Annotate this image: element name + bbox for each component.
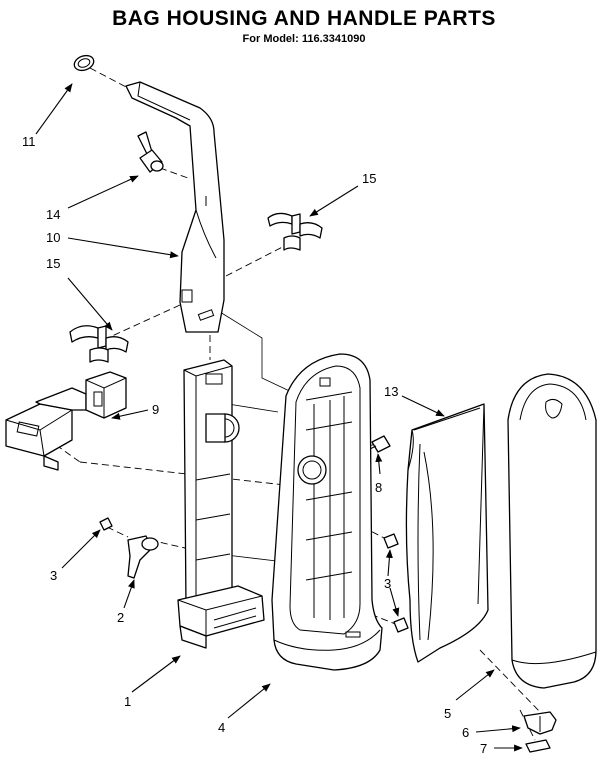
callout-2: 2 (117, 610, 124, 625)
part-13-dust-bag (405, 403, 489, 663)
callout-15-lower: 15 (46, 256, 60, 271)
part-3-screw-low (393, 617, 409, 633)
leader-arrows (35, 83, 523, 752)
callout-7: 7 (480, 741, 487, 756)
part-2-release-lever (127, 535, 159, 579)
part-10-upper-handle (125, 81, 225, 333)
callout-13: 13 (384, 384, 398, 399)
callout-4: 4 (218, 720, 225, 735)
part-7-latch-spring (525, 739, 551, 753)
callout-labels: 11 14 10 15 15 9 13 8 3 3 2 1 4 5 6 7 (22, 134, 487, 756)
part-9-cord-bracket (5, 371, 127, 471)
page-title: BAG HOUSING AND HANDLE PARTS (112, 7, 496, 30)
callout-10: 10 (46, 230, 60, 245)
part-14-handle-latch (137, 131, 164, 173)
callout-1: 1 (124, 694, 131, 709)
callout-11: 11 (22, 134, 36, 149)
part-15-cord-hook-upper (267, 212, 323, 251)
part-3-screw-left (99, 517, 113, 531)
callout-6: 6 (462, 725, 469, 740)
part-1-handle-base (177, 359, 265, 649)
callout-3-left: 3 (50, 568, 57, 583)
callout-8: 8 (375, 480, 382, 495)
callout-9: 9 (152, 402, 159, 417)
part-15-cord-hook-lower (69, 325, 129, 363)
part-11-handle-cap (73, 54, 95, 72)
callout-14: 14 (46, 207, 60, 222)
callout-15-upper: 15 (362, 171, 376, 186)
callout-3-right: 3 (384, 576, 391, 591)
assembly-dashed-lines (55, 67, 541, 741)
part-4-bag-housing (271, 353, 383, 671)
part-3-screw-mid (383, 533, 399, 549)
callout-5: 5 (444, 706, 451, 721)
part-5-front-cover (507, 373, 597, 689)
part-6-latch (523, 711, 557, 735)
model-subtitle: For Model: 116.3341090 (242, 33, 366, 45)
